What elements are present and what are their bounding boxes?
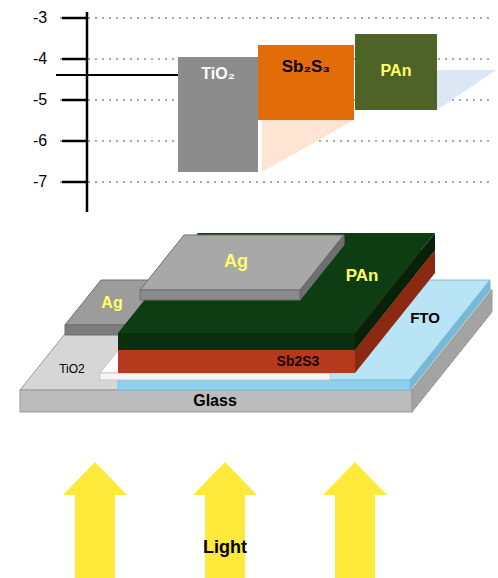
layer-label: TiO2 [59,363,85,376]
light-arrows [63,462,387,578]
axis-tick: -7 [33,173,47,191]
substrate-label: Glass [193,392,237,410]
material-label: PAn [381,62,412,80]
axis-tick: -5 [33,91,47,109]
light-label: Light [203,538,247,558]
band-shade [437,70,496,110]
electrode-label: Ag [224,252,248,272]
axis-tick: -3 [33,9,47,27]
material-label: Sb₂S₃ [282,57,330,77]
energy-axis [62,12,87,212]
layer-label: Sb2S3 [277,354,320,369]
energy-level-box: TiO₂ [178,57,258,172]
electrode-label: Ag [101,294,122,312]
band-shade [262,120,354,172]
axis-tick: -6 [33,132,47,150]
layer-label: PAn [346,267,379,286]
layer-label: FTO [410,310,440,327]
pan-layer [118,233,435,350]
axis-tick: -4 [33,50,47,68]
grid-lines [60,18,494,182]
fto-level-line [56,74,178,76]
energy-level-box: Sb₂S₃ [258,45,354,120]
material-label: TiO₂ [201,65,234,83]
ag-electrode [140,235,344,300]
energy-level-box: PAn [355,34,437,110]
